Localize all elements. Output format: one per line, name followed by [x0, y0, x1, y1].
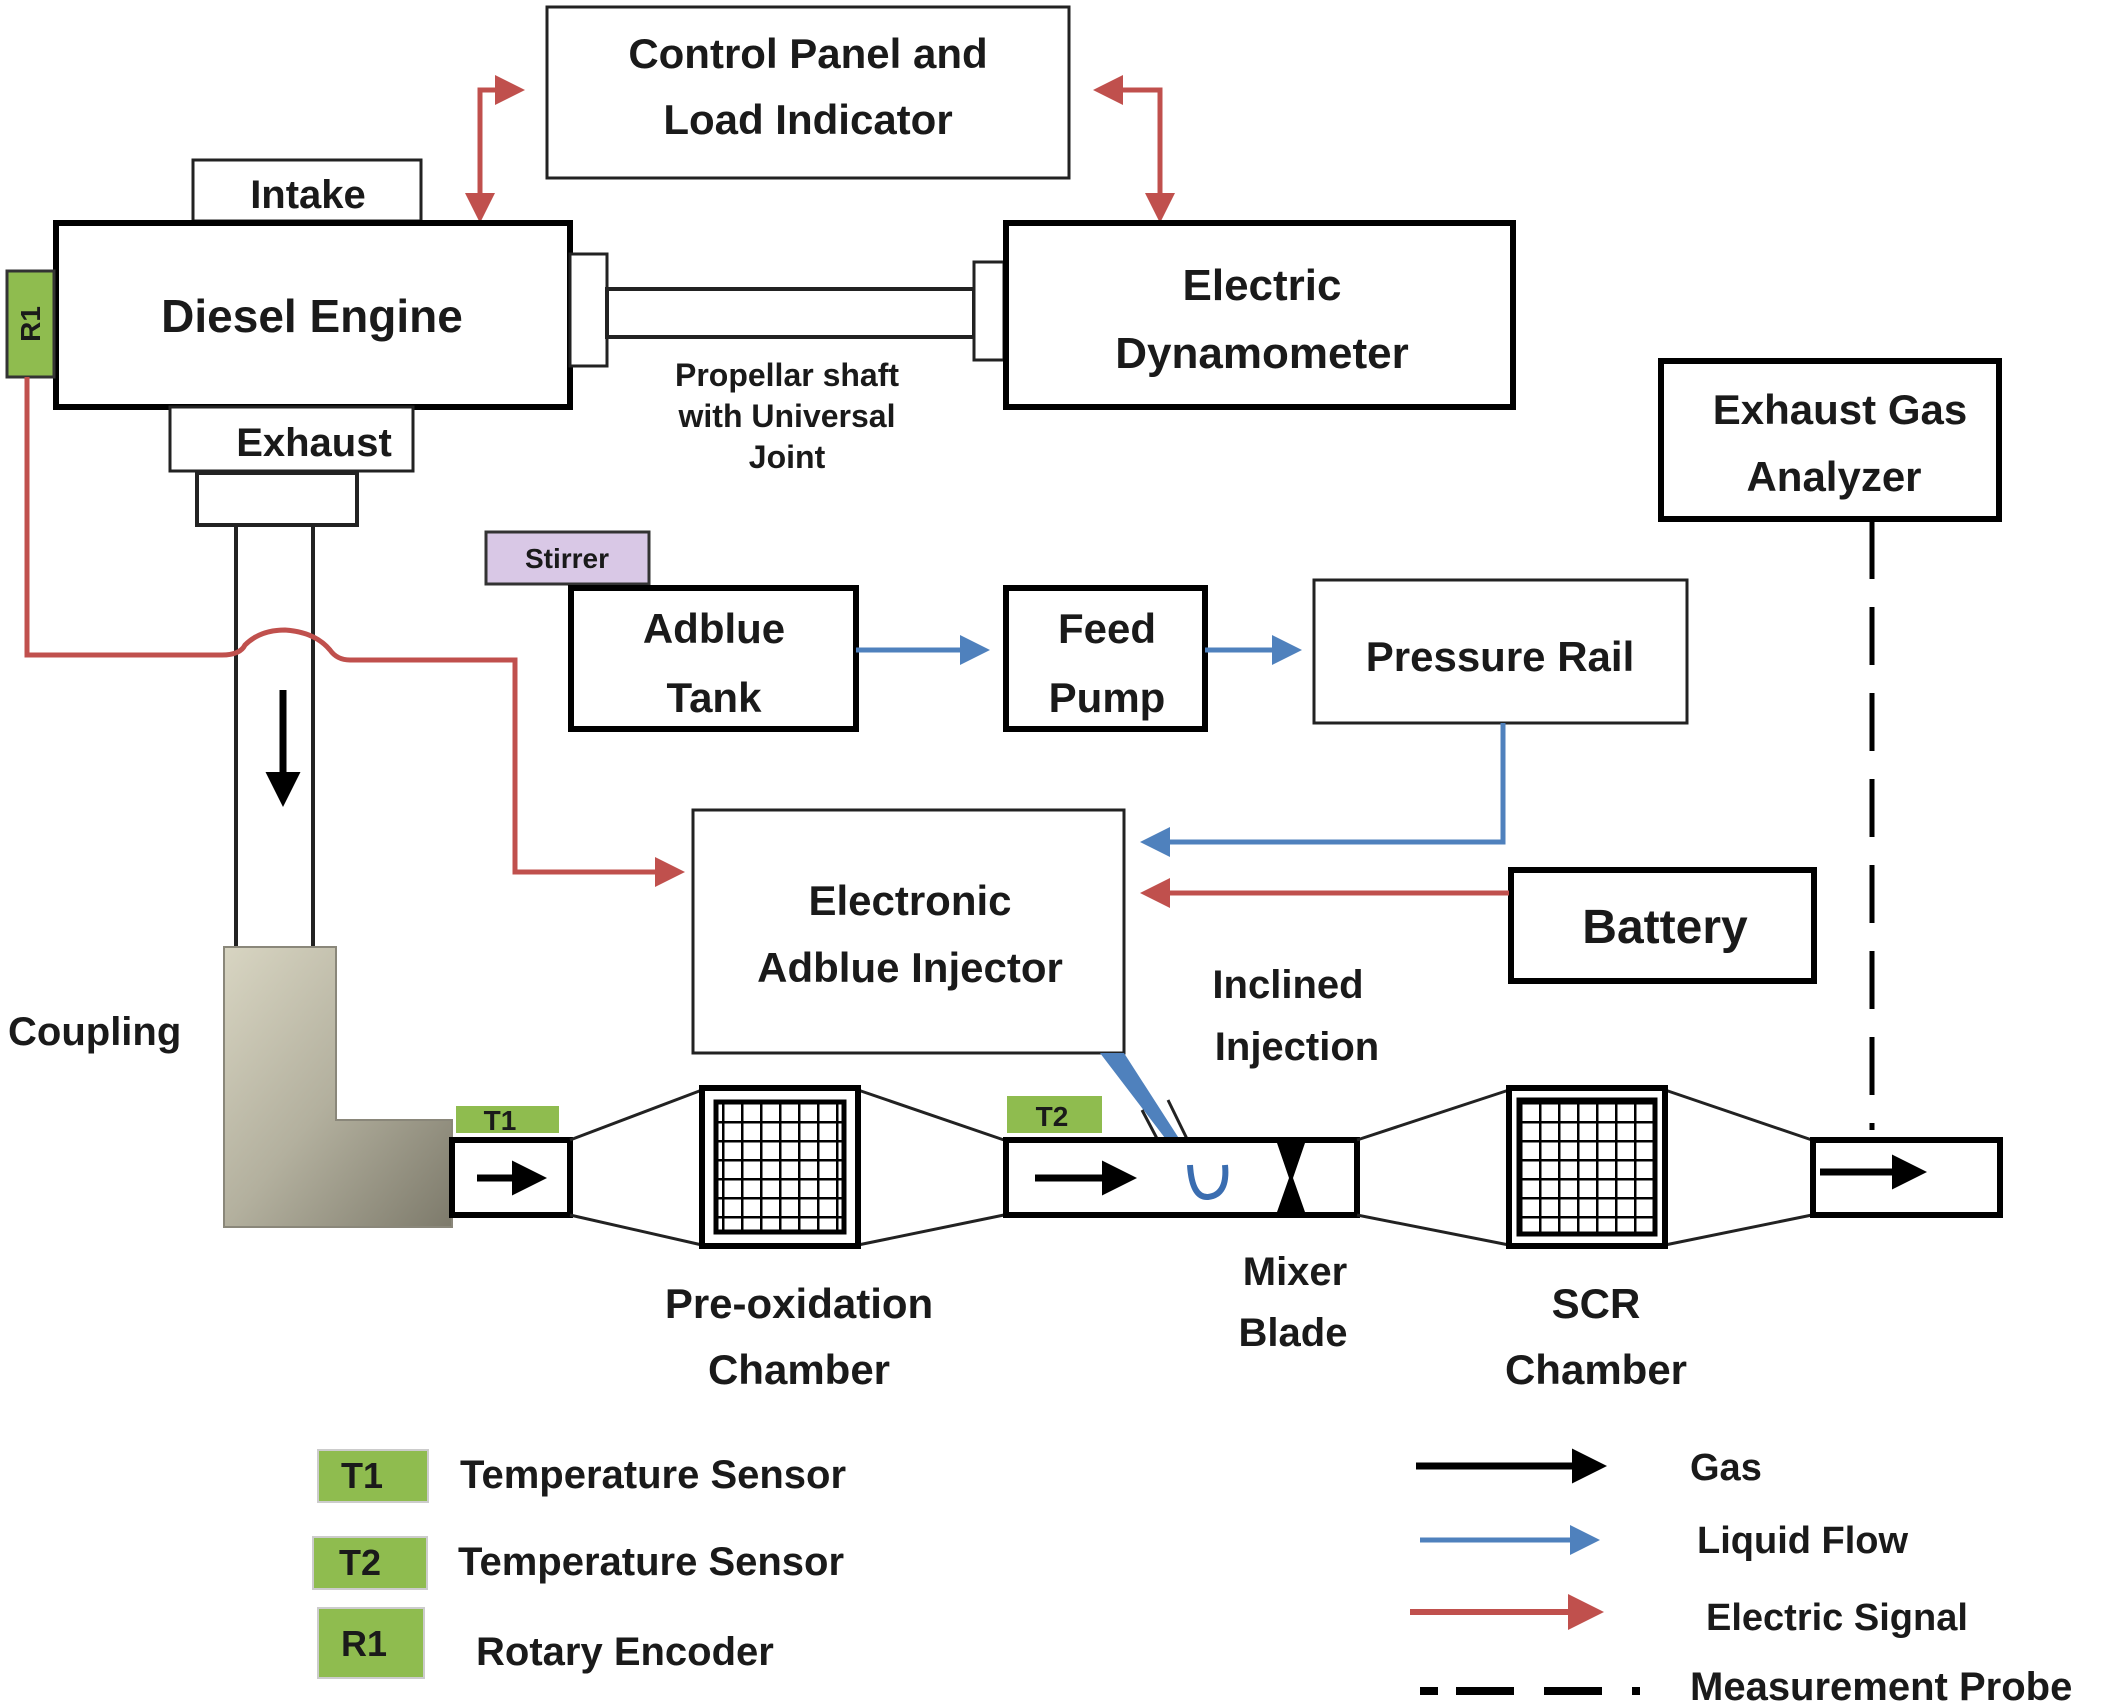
svg-text:Injection: Injection [1215, 1025, 1379, 1069]
scr-cone [1356, 1088, 1813, 1247]
analyzer-label-2: Analyzer [1746, 453, 1921, 500]
stirrer-label: Stirrer [525, 543, 609, 574]
svg-text:Inclined: Inclined [1212, 963, 1363, 1007]
mixer-blade-label: Mixer Blade [1239, 1250, 1348, 1355]
svg-text:Electric Signal: Electric Signal [1706, 1597, 1968, 1639]
pressure-rail-label: Pressure Rail [1366, 633, 1635, 680]
exhaust-gas-analyzer-box: Exhaust Gas Analyzer [1658, 358, 2002, 522]
rotary-encoder-r1: R1 [5, 269, 56, 379]
pre-oxidation-cone [569, 1088, 1005, 1247]
electronic-adblue-injector-box: Electronic Adblue Injector [691, 808, 1126, 1055]
legend-sensors: T1 Temperature Sensor T2 Temperature Sen… [312, 1449, 846, 1679]
legend-item-t1: T1 Temperature Sensor [317, 1449, 846, 1503]
diesel-engine-box: Diesel Engine [53, 220, 573, 410]
svg-text:Gas: Gas [1690, 1447, 1762, 1489]
svg-text:T1: T1 [484, 1105, 517, 1136]
svg-text:Chamber: Chamber [1505, 1346, 1687, 1393]
coupling-label: Coupling [8, 1010, 181, 1054]
pre-oxidation-chamber [699, 1085, 861, 1249]
injector-nozzle [1100, 1053, 1180, 1142]
scr-label: SCR Chamber [1505, 1280, 1687, 1393]
dyno-label-2: Dynamometer [1115, 329, 1408, 378]
svg-text:T1: T1 [341, 1455, 383, 1496]
electric-dynamometer-box: Electric Dynamometer [1003, 220, 1516, 410]
svg-text:Chamber: Chamber [708, 1346, 890, 1393]
svg-text:Measurement Probe: Measurement Probe [1690, 1665, 2072, 1703]
temp-sensor-t2: T2 [1007, 1096, 1102, 1133]
svg-text:Temperature Sensor: Temperature Sensor [458, 1540, 844, 1584]
svg-text:Blade: Blade [1239, 1311, 1348, 1355]
exhaust-box: Exhaust [168, 405, 415, 473]
diesel-engine-label: Diesel Engine [161, 290, 463, 342]
scr-chamber [1506, 1085, 1668, 1249]
svg-text:T2: T2 [339, 1542, 381, 1583]
svg-text:T2: T2 [1036, 1101, 1069, 1132]
legend-item-liquid: Liquid Flow [1420, 1520, 1909, 1562]
dyno-flange [972, 260, 1006, 362]
svg-text:SCR: SCR [1552, 1280, 1641, 1327]
legend-item-probe: Measurement Probe [1420, 1665, 2072, 1703]
svg-text:Propellar shaft: Propellar shaft [675, 357, 899, 393]
svg-text:Joint: Joint [749, 439, 826, 475]
injector-label-1: Electronic [808, 877, 1011, 924]
exhaust-adapter [195, 471, 359, 527]
engine-control-signal [465, 75, 525, 223]
svg-text:with Universal: with Universal [678, 398, 896, 434]
adblue-tank-label-2: Tank [667, 674, 763, 721]
svg-text:Rotary Encoder: Rotary Encoder [476, 1630, 774, 1674]
feed-pump-box: Feed Pump [1003, 585, 1208, 732]
legend-item-t2: T2 Temperature Sensor [312, 1536, 844, 1590]
analyzer-label-1: Exhaust Gas [1713, 386, 1967, 433]
legend-item-r1: R1 Rotary Encoder [317, 1607, 774, 1679]
legend-item-electric: Electric Signal [1410, 1594, 1968, 1639]
svg-text:Mixer: Mixer [1243, 1250, 1348, 1294]
dyno-control-signal [1093, 75, 1175, 223]
control-panel-label-1: Control Panel and [628, 30, 987, 77]
shaft-label: Propellar shaft with Universal Joint [675, 357, 899, 475]
swirl-icon [1187, 1164, 1229, 1200]
intake-label: Intake [250, 173, 366, 217]
svg-text:Temperature Sensor: Temperature Sensor [460, 1453, 846, 1497]
dyno-label-1: Electric [1183, 261, 1342, 310]
legend-lines: Gas Liquid Flow Electric Signal Measurem… [1410, 1447, 2072, 1703]
adblue-tank-box: Adblue Tank [568, 585, 859, 732]
inclined-injection-label: Inclined Injection [1212, 963, 1379, 1069]
svg-text:Pre-oxidation: Pre-oxidation [665, 1280, 933, 1327]
legend-item-gas: Gas [1416, 1447, 1762, 1489]
outlet-pipe [1810, 1137, 2003, 1218]
mixer-blade [1277, 1143, 1305, 1212]
r1-label: R1 [15, 306, 46, 342]
temp-sensor-t1: T1 [456, 1105, 559, 1136]
engine-flange [568, 252, 609, 368]
encoder-signal-line [24, 377, 685, 887]
coupling-elbow [223, 946, 453, 1228]
exhaust-pipe [234, 525, 315, 947]
stirrer-box: Stirrer [484, 530, 651, 586]
feed-pump-label-2: Pump [1049, 674, 1166, 721]
rail-to-injector-flow [1140, 723, 1506, 857]
pressure-rail-box: Pressure Rail [1312, 578, 1689, 725]
injector-label-2: Adblue Injector [757, 944, 1063, 991]
pre-oxidation-label: Pre-oxidation Chamber [665, 1280, 933, 1393]
feed-pump-label-1: Feed [1058, 605, 1156, 652]
intake-box: Intake [191, 158, 423, 223]
battery-label: Battery [1582, 901, 1748, 954]
control-panel-label-2: Load Indicator [663, 96, 952, 143]
adblue-tank-label-1: Adblue [643, 605, 785, 652]
control-panel-box: Control Panel and Load Indicator [545, 5, 1071, 180]
svg-text:R1: R1 [341, 1623, 387, 1664]
svg-text:Liquid Flow: Liquid Flow [1697, 1520, 1909, 1562]
battery-box: Battery [1508, 867, 1817, 984]
exhaust-label: Exhaust [236, 421, 392, 465]
propeller-shaft [605, 287, 976, 339]
